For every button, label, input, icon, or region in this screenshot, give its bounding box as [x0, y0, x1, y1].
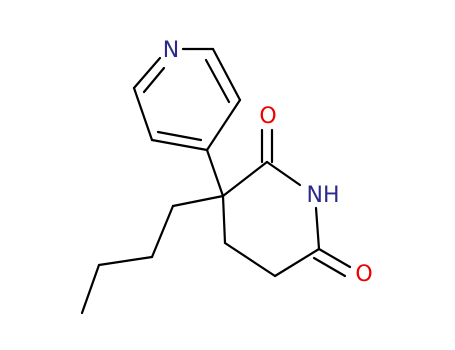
atom-n-imide: NH: [307, 183, 340, 208]
butyl-chain: [80, 194, 225, 315]
bond-c5-c4: [223, 241, 277, 278]
atom-o-upper: O: [259, 104, 276, 129]
bond-c4-c3b: [150, 138, 209, 152]
bond-c4-quaternary: [221, 194, 227, 245]
bond-c2b-n-double: [142, 66, 166, 94]
bond-quaternary-c2: [221, 160, 269, 198]
carbonyl-lower: [312, 247, 352, 278]
glutarimide-ring: [221, 160, 321, 278]
pyridine-ring: [132, 47, 242, 152]
bond-pyridine-quaternary: [205, 148, 225, 198]
bond-c4-c3b-double: [156, 130, 203, 142]
bond-butyl-3: [97, 255, 154, 267]
bond-nh-c6: [314, 206, 321, 251]
bond-butyl-1: [171, 194, 225, 208]
bond-c2a-c3a-double: [204, 58, 231, 104]
bond-c6-o-lower-double: [312, 256, 347, 278]
bond-c3a-c4: [205, 98, 242, 152]
bond-c6-c5: [273, 247, 321, 278]
atom-o-lower: O: [355, 262, 372, 287]
bond-c3b-c2b: [132, 86, 154, 142]
bond-butyl-4: [80, 263, 101, 315]
bond-butyl-2: [150, 204, 175, 259]
atom-n-pyridine: N: [163, 38, 179, 63]
bond-c2-nh: [265, 160, 302, 187]
carbonyl-upper: [260, 128, 274, 164]
bond-c2b-n: [132, 56, 162, 90]
bond-c2a-c3a: [211, 47, 242, 102]
bond-c6-o-lower: [317, 247, 352, 269]
